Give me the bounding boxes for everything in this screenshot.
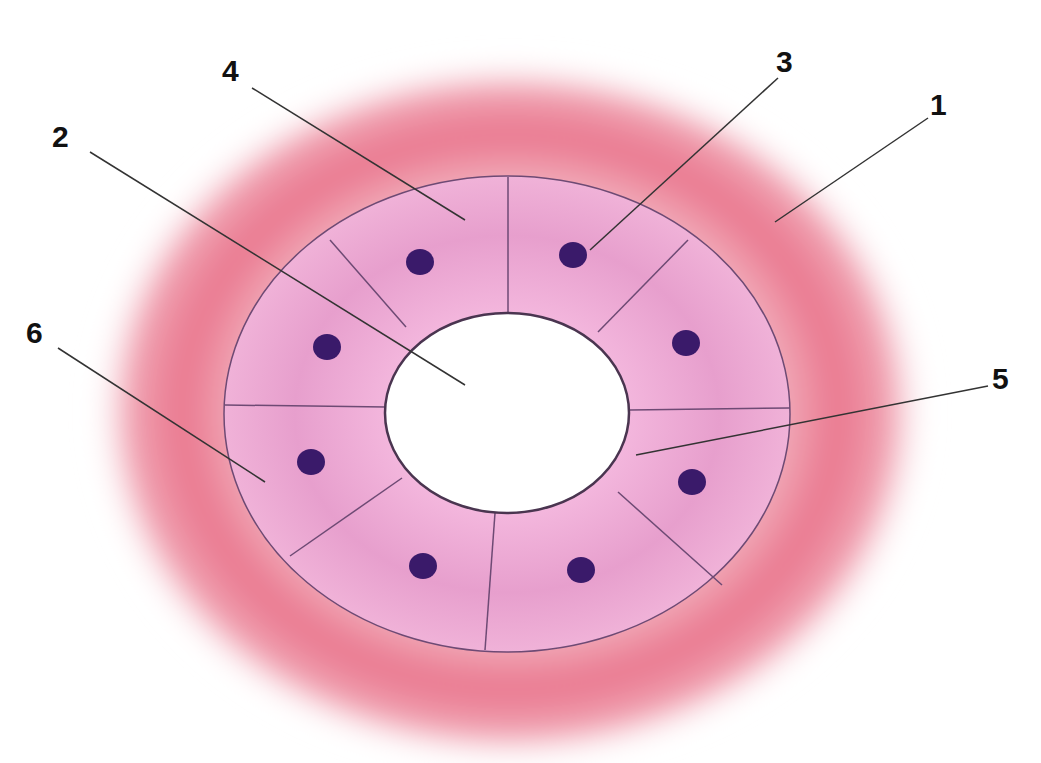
callout-number: 1 bbox=[930, 90, 947, 120]
callout-number: 6 bbox=[26, 318, 43, 348]
connective-tissue bbox=[90, 57, 930, 763]
callout-number: 3 bbox=[776, 47, 793, 77]
nuclei bbox=[297, 242, 706, 583]
epithelium bbox=[224, 176, 790, 652]
cell-borders bbox=[225, 177, 790, 650]
callout-number: 5 bbox=[992, 364, 1009, 394]
callout-number: 2 bbox=[52, 122, 69, 152]
callout-number: 4 bbox=[222, 56, 239, 86]
lumen bbox=[385, 313, 629, 513]
leader-lines bbox=[58, 78, 988, 482]
